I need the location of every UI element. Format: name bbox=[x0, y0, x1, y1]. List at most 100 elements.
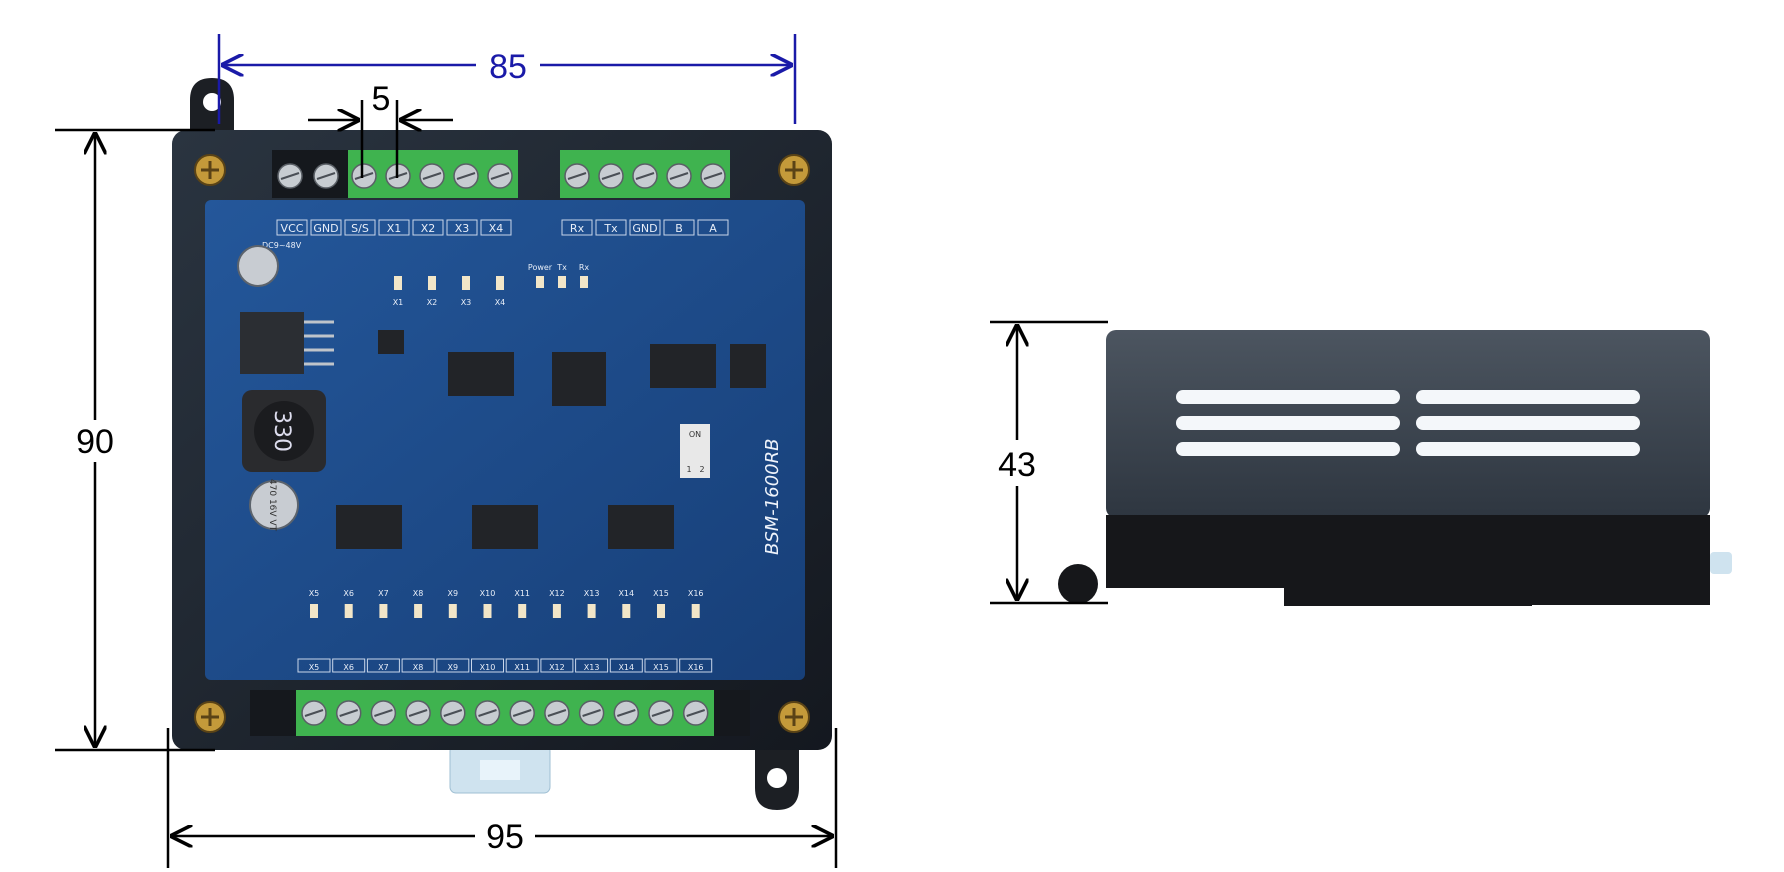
bottom-terminal-label: X10 bbox=[480, 663, 496, 672]
input-led bbox=[428, 276, 436, 290]
side-view bbox=[1058, 330, 1732, 606]
terminal-screw-icon bbox=[666, 163, 692, 189]
input-led-label: X1 bbox=[393, 298, 404, 307]
bottom-terminal-screws bbox=[301, 700, 709, 726]
rs485-terminal-label: B bbox=[675, 222, 683, 235]
side-din-clip bbox=[1710, 552, 1732, 574]
screw-icon bbox=[194, 154, 226, 186]
input-led-label: X2 bbox=[427, 298, 438, 307]
terminal-screw-icon bbox=[509, 700, 535, 726]
status-led-label: Rx bbox=[579, 263, 590, 272]
dimension-label-90: 90 bbox=[76, 423, 114, 461]
terminal-screw-icon bbox=[313, 163, 339, 189]
terminal-screw-icon bbox=[301, 700, 327, 726]
rs485-terminal-label: Rx bbox=[570, 222, 585, 235]
din-clip bbox=[449, 744, 551, 794]
model-label: BSM-1600RB bbox=[762, 439, 783, 555]
input-led-top-label: X7 bbox=[378, 589, 389, 598]
bottom-terminal-label: X16 bbox=[688, 663, 704, 672]
dip-switch-number-1: 1 bbox=[686, 465, 691, 474]
screw-icon bbox=[778, 701, 810, 733]
top-terminal-label: X3 bbox=[455, 222, 470, 235]
terminal-screw-icon bbox=[544, 700, 570, 726]
input-led bbox=[414, 604, 423, 618]
status-led-label: Tx bbox=[556, 263, 567, 272]
input-led-label: X3 bbox=[461, 298, 472, 307]
input-led bbox=[483, 604, 492, 618]
terminal-screw-icon bbox=[453, 163, 479, 189]
terminal-screw-icon bbox=[578, 700, 605, 726]
side-foot bbox=[1058, 564, 1098, 604]
terminal-screw-icon bbox=[419, 163, 445, 189]
corner-screws bbox=[194, 154, 810, 733]
input-led bbox=[518, 604, 527, 618]
input-led bbox=[552, 604, 561, 618]
input-led bbox=[462, 276, 470, 290]
bottom-silkscreen-labels: X5X5X6X6X7X7X8X8X9X9X10X10X11X11X12X12X1… bbox=[297, 589, 713, 673]
input-led-top-label: X8 bbox=[413, 589, 424, 598]
input-led bbox=[394, 276, 402, 290]
bottom-terminal-label: X8 bbox=[413, 663, 424, 672]
dimension-label-95: 95 bbox=[486, 818, 524, 856]
capacitor-marking: 470 16V VT bbox=[267, 479, 277, 532]
top-terminal-label: X4 bbox=[489, 222, 504, 235]
dimension-label-43: 43 bbox=[998, 446, 1036, 484]
input-led bbox=[496, 276, 504, 290]
dimension-pitch: 5 bbox=[308, 80, 453, 178]
dimension-side-height: 43 bbox=[990, 320, 1108, 605]
power-rating-label: DC9~48V bbox=[262, 241, 302, 250]
terminal-screw-icon bbox=[700, 163, 726, 189]
inductor-marking: 330 bbox=[269, 410, 294, 452]
terminal-screw-icon bbox=[613, 700, 640, 726]
input-led-top-label: X13 bbox=[584, 589, 600, 598]
capacitor-top bbox=[237, 245, 279, 287]
terminal-screw-icon bbox=[487, 163, 513, 189]
terminal-screw-icon bbox=[335, 700, 362, 726]
input-led-top-label: X11 bbox=[514, 589, 530, 598]
bottom-terminal-label: X13 bbox=[584, 663, 600, 672]
dip-switch-number-2: 2 bbox=[699, 465, 704, 474]
input-led-top-label: X12 bbox=[549, 589, 565, 598]
bottom-terminal-label: X11 bbox=[514, 663, 530, 672]
dimension-width-bottom: 95 bbox=[166, 728, 838, 868]
mounting-ear-top-left bbox=[190, 78, 234, 140]
terminal-screw-icon bbox=[370, 700, 397, 726]
terminal-screw-icon bbox=[277, 163, 303, 189]
terminal-screw-icon bbox=[351, 163, 377, 189]
ic-chips bbox=[336, 330, 766, 549]
input-led-top-label: X15 bbox=[653, 589, 669, 598]
dimension-width-top: 85 bbox=[217, 34, 797, 124]
bottom-terminal-label: X12 bbox=[549, 663, 565, 672]
bottom-terminal-label: X6 bbox=[343, 663, 354, 672]
dip-switch-on-label: ON bbox=[689, 430, 701, 439]
terminal-screw-icon bbox=[648, 700, 674, 726]
screw-icon bbox=[778, 154, 810, 186]
side-vents bbox=[1176, 390, 1640, 456]
status-led bbox=[580, 276, 588, 288]
pcb-board bbox=[205, 200, 805, 680]
top-terminal-label: GND bbox=[313, 222, 338, 235]
input-led bbox=[379, 604, 388, 618]
top-terminal-screws bbox=[277, 163, 726, 189]
input-led-top-label: X10 bbox=[480, 589, 496, 598]
regulator-chip bbox=[240, 312, 334, 374]
rs485-terminal-label: GND bbox=[632, 222, 657, 235]
terminal-screw-icon bbox=[564, 163, 590, 189]
status-led bbox=[536, 276, 544, 288]
dimension-label-5: 5 bbox=[372, 80, 391, 118]
input-led-top-label: X6 bbox=[343, 589, 354, 598]
mounting-ear-bottom-right bbox=[755, 748, 799, 810]
terminal-screw-icon bbox=[632, 163, 658, 189]
status-led bbox=[558, 276, 566, 288]
input-led bbox=[587, 604, 596, 618]
inductor: 330 bbox=[242, 390, 326, 472]
terminal-screw-icon bbox=[474, 700, 501, 726]
rs485-terminal-label: A bbox=[709, 222, 717, 235]
input-led bbox=[448, 604, 457, 618]
